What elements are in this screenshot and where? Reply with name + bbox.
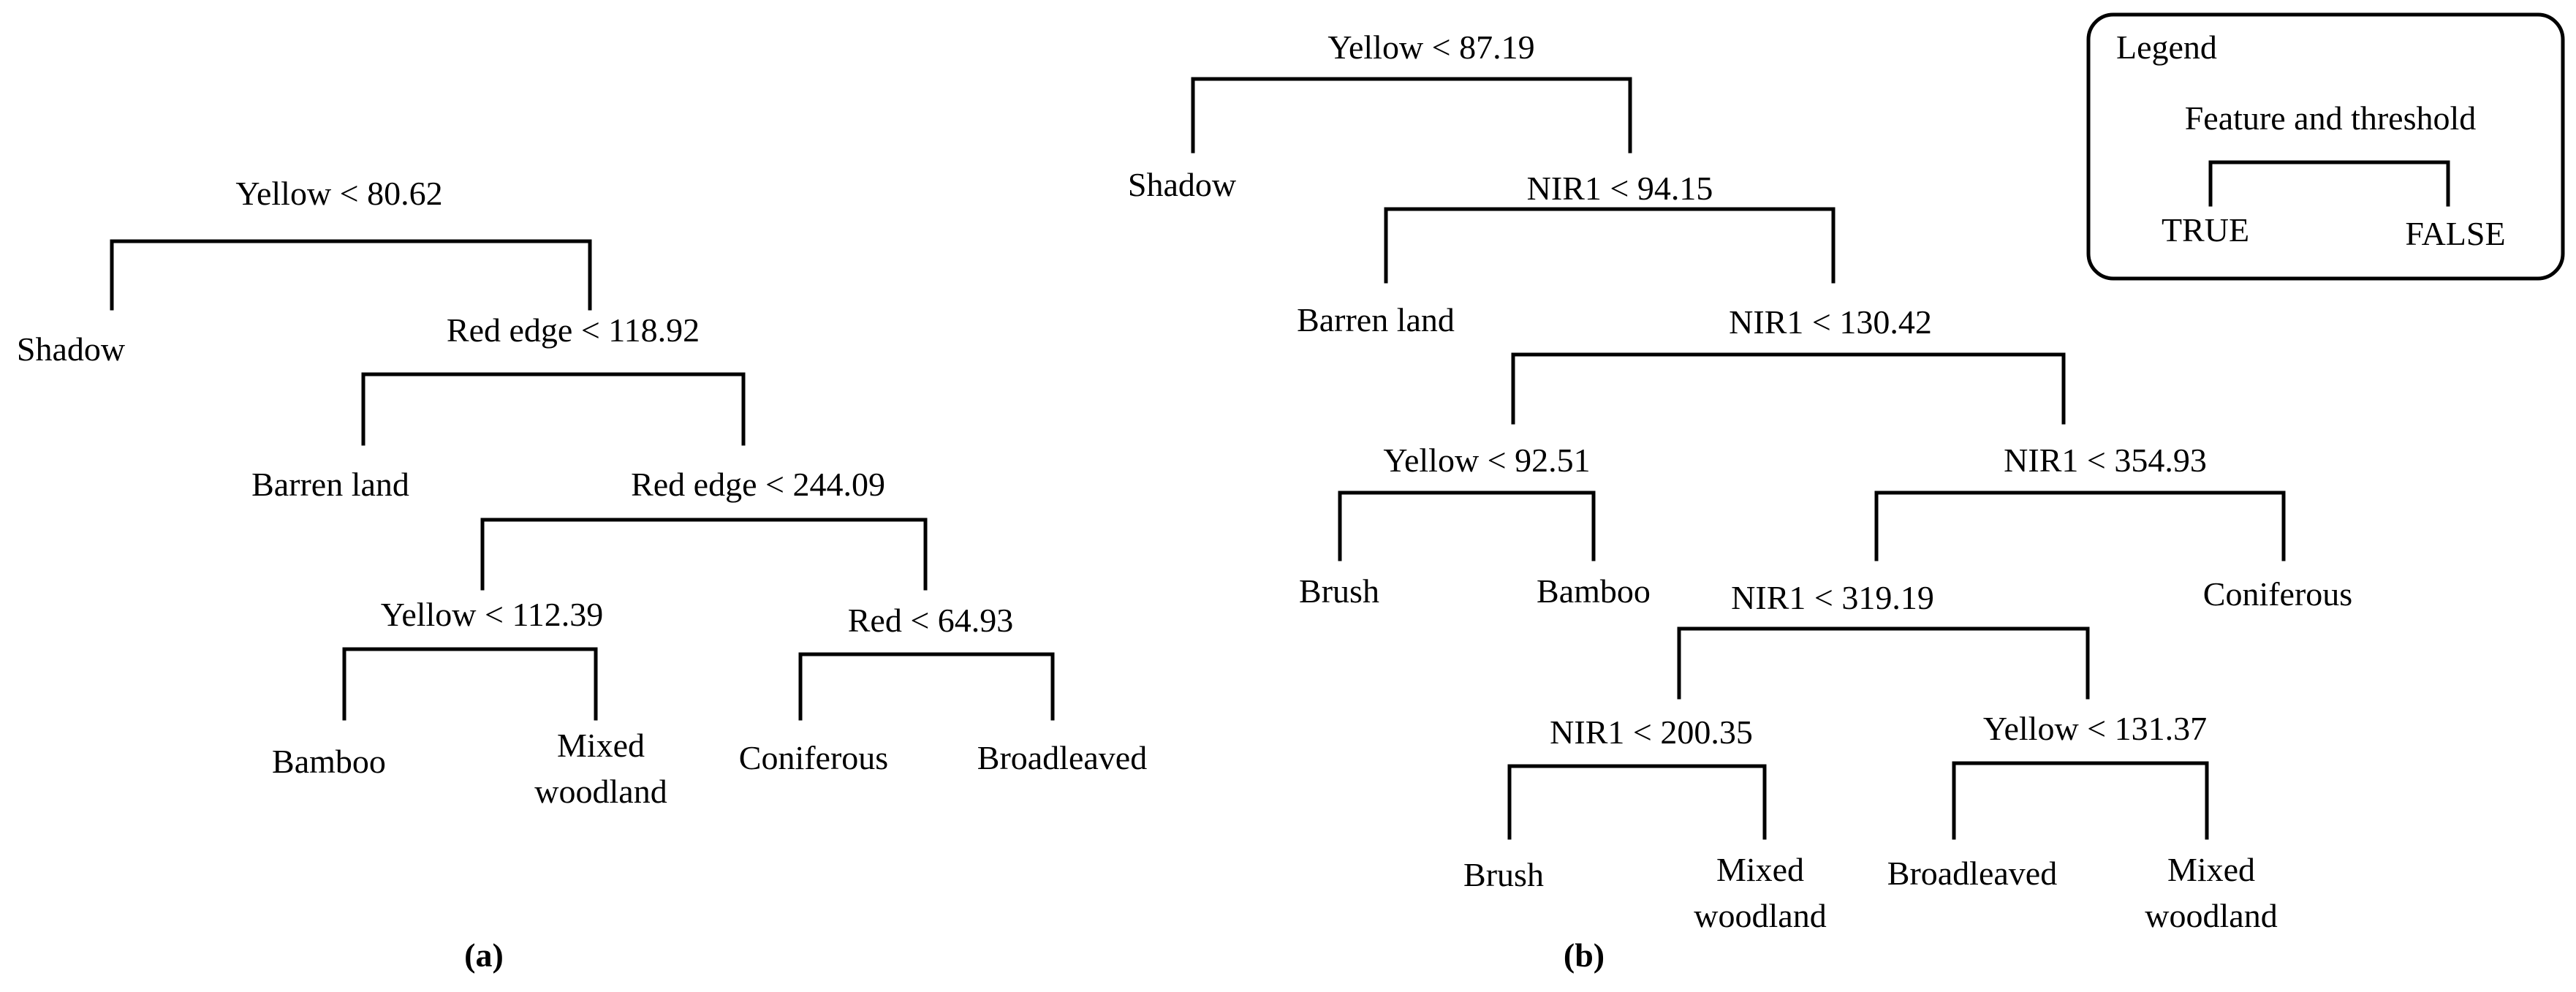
tree-a-n3-split: Yellow < 112.39	[381, 596, 604, 633]
tree-a-leaf-coniferous: Coniferous	[739, 739, 888, 776]
tree-b-leaf-mixed-woodland-b-line2: woodland	[2145, 897, 2277, 934]
tree-b-n2-branch	[1511, 352, 2066, 425]
tree-b-n2-split: NIR1 < 130.42	[1729, 303, 1932, 341]
tree-b-n4-branch	[1874, 491, 2286, 561]
legend-title: Legend	[2116, 29, 2217, 66]
tree-b-n4-split: NIR1 < 354.93	[2004, 442, 2207, 479]
tree-a-n4-split: Red < 64.93	[848, 602, 1014, 639]
tree-b-leaf-bamboo: Bamboo	[1537, 572, 1651, 610]
tree-b-n1-branch	[1384, 207, 1836, 284]
tree-b-n6-branch	[1507, 764, 1767, 840]
tree-b-leaf-shadow: Shadow	[1128, 166, 1237, 203]
legend: Legend Feature and threshold TRUE FALSE	[2086, 12, 2565, 281]
tree-a-n3-branch	[342, 647, 598, 721]
tree-a-leaf-mixed-woodland-line2: woodland	[534, 773, 667, 810]
legend-false-label: FALSE	[2405, 215, 2505, 252]
tree-b-n3-split: Yellow < 92.51	[1383, 442, 1590, 479]
tree-b-root-branch	[1191, 77, 1632, 154]
tree-b-n3-branch	[1338, 491, 1596, 561]
tree-b-leaf-coniferous: Coniferous	[2203, 575, 2352, 613]
legend-branch	[2208, 160, 2450, 207]
tree-b-leaf-mixed-woodland-a-line1: Mixed	[1716, 851, 1804, 888]
tree-a-n2-split: Red edge < 244.09	[631, 466, 885, 503]
tree-b-root-split: Yellow < 87.19	[1327, 29, 1534, 66]
tree-a-n4-branch	[798, 652, 1055, 721]
tree-a-leaf-broadleaved: Broadleaved	[977, 739, 1147, 776]
tree-a-n1-split: Red edge < 118.92	[447, 311, 700, 349]
tree-a-leaf-bamboo: Bamboo	[272, 743, 386, 780]
tree-b-leaf-brush-1: Brush	[1299, 572, 1379, 610]
tree-a-n2-branch	[480, 518, 928, 591]
tree-b-n5-branch	[1677, 626, 2090, 700]
legend-true-label: TRUE	[2162, 211, 2249, 249]
tree-b: Yellow < 87.19 NIR1 < 94.15 NIR1 < 130.4…	[1128, 29, 2352, 974]
tree-b-caption: (b)	[1564, 936, 1605, 974]
tree-b-n5-split: NIR1 < 319.19	[1731, 579, 1934, 616]
tree-a-root-split: Yellow < 80.62	[235, 175, 442, 212]
tree-b-n7-split: Yellow < 131.37	[1983, 710, 2207, 747]
tree-a-leaf-mixed-woodland-line1: Mixed	[557, 727, 645, 764]
tree-b-leaf-mixed-woodland-b-line1: Mixed	[2167, 851, 2255, 888]
tree-a-n1-branch	[361, 372, 746, 446]
tree-b-leaf-mixed-woodland-a-line2: woodland	[1694, 897, 1826, 934]
tree-b-leaf-broadleaved: Broadleaved	[1887, 855, 2057, 892]
legend-box	[2086, 12, 2565, 281]
tree-a: Yellow < 80.62 Red edge < 118.92 Red edg…	[17, 175, 1147, 974]
tree-b-leaf-brush-2: Brush	[1463, 856, 1544, 893]
tree-a-root-branch	[110, 239, 592, 311]
tree-a-caption: (a)	[464, 936, 504, 974]
tree-b-n6-split: NIR1 < 200.35	[1550, 713, 1753, 751]
tree-b-n7-branch	[1952, 761, 2209, 840]
tree-b-n1-split: NIR1 < 94.15	[1527, 170, 1713, 207]
tree-b-leaf-barren-land: Barren land	[1297, 301, 1455, 338]
legend-feature-label: Feature and threshold	[2185, 99, 2477, 137]
tree-a-leaf-shadow: Shadow	[17, 330, 126, 368]
tree-a-leaf-barren-land: Barren land	[251, 466, 409, 503]
